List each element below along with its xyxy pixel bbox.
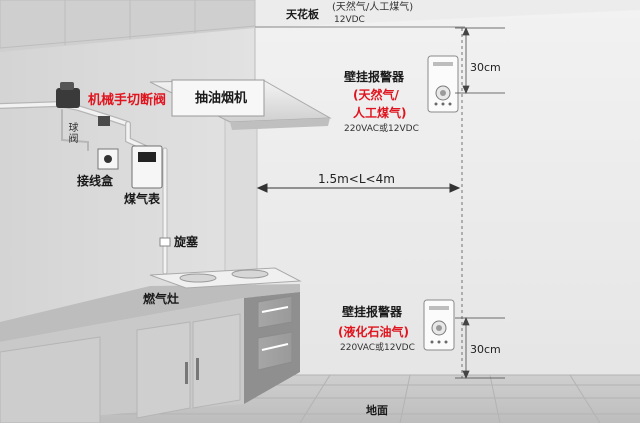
ball-valve-label: 球阀 — [66, 122, 77, 144]
floor-label: 地面 — [366, 404, 388, 417]
gas-stove-label: 燃气灶 — [143, 292, 180, 306]
top-detector-title: 壁挂报警器 — [344, 70, 405, 84]
floor-tiles — [40, 374, 640, 423]
bottom-distance-label: 30cm — [470, 343, 501, 356]
ceiling-edge — [255, 0, 640, 28]
plug-valve-label: 旋塞 — [174, 235, 199, 249]
top-distance-label: 30cm — [470, 61, 501, 74]
top-detector-gas-line2: 人工煤气) — [353, 106, 407, 120]
gas-stove — [149, 267, 302, 289]
wall-cabinets — [0, 0, 256, 52]
range-label: 1.5m<L<4m — [318, 172, 395, 186]
valve-actuator — [56, 82, 110, 126]
oven-doors — [257, 295, 293, 371]
range-arrow — [256, 183, 461, 193]
range-hood — [149, 79, 332, 274]
top-detector-gas-line1: (天然气/ — [353, 88, 399, 102]
ceiling-label: 天花板 — [286, 8, 319, 21]
gas-meter-label: 煤气表 — [124, 192, 161, 206]
bottom-detector-gas: (液化石油气) — [338, 325, 409, 339]
gas-meter — [131, 145, 163, 189]
junction-box-knob — [104, 155, 112, 163]
ceiling-gas-type: (天然气/人工煤气) — [332, 2, 414, 13]
range-hood-label: 抽油烟机 — [195, 91, 248, 106]
bottom-detector-title: 壁挂报警器 — [342, 305, 403, 319]
valve-label: 机械手切断阀 — [88, 93, 167, 108]
bottom-distance-marker — [455, 316, 505, 380]
lower-cabinets — [0, 313, 241, 423]
top-distance-marker — [455, 26, 505, 95]
bottom-detector-voltage: 220VAC或12VDC — [340, 343, 415, 353]
gas-pipes — [0, 100, 168, 275]
plug-valve — [159, 237, 171, 247]
junction-box-label: 接线盒 — [77, 174, 114, 188]
ceiling-voltage: 12VDC — [334, 15, 365, 25]
bottom-detector — [423, 299, 455, 351]
top-detector — [427, 55, 459, 113]
top-detector-voltage: 220VAC或12VDC — [344, 124, 419, 134]
